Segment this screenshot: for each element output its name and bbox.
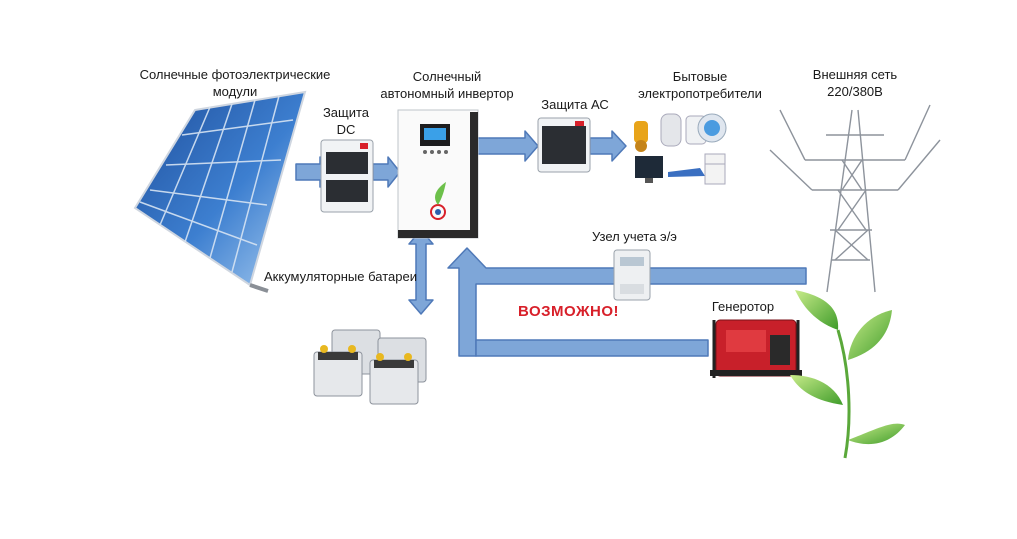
inverter [397, 109, 479, 239]
inverter-label: Солнечный автономный инвертор [362, 68, 532, 102]
arrow-dc-to-inverter [372, 156, 401, 188]
solar-panels-label: Солнечные фотоэлектрические модули [110, 66, 360, 100]
consumers-label-line2: электропотребители [638, 86, 762, 101]
grid-label-line1: Внешняя сеть [812, 67, 898, 82]
ac-protection-label: Защита АС [541, 97, 609, 112]
grid-label-line2: 220/380В [827, 84, 883, 99]
possible-warning: ВОЗМОЖНО! [518, 303, 620, 320]
solar-panels-label-line2: модули [212, 84, 258, 99]
dc-protection-label-line2: DC [336, 122, 356, 137]
transmission-tower [769, 104, 941, 293]
arrow-inverter-to-ac [475, 130, 539, 162]
solar-panels-label-line1: Солнечные фотоэлектрические [139, 67, 331, 82]
dc-protection-box [320, 139, 374, 213]
batteries [313, 329, 427, 405]
consumers-label-line1: Бытовые [672, 69, 728, 84]
arrow-ac-to-consumers [589, 130, 627, 162]
inverter-label-line1: Солнечный [412, 69, 482, 84]
batteries-label: Аккумуляторные батареи [264, 269, 417, 284]
generator-label: Генеротор [711, 299, 775, 314]
household-appliances [634, 113, 727, 185]
inverter-label-line2: автономный инвертор [380, 86, 514, 101]
generator [710, 319, 802, 378]
energy-meter [613, 249, 651, 301]
arrow-inverter-batteries [408, 229, 434, 315]
dc-protection-label-line1: Защита [322, 105, 370, 120]
ac-protection-box [537, 117, 591, 173]
arrow-generator-to-inverter [475, 339, 709, 357]
grid-label: Внешняя сеть 220/380В [800, 66, 910, 100]
solar-panels [133, 90, 307, 293]
dc-protection-label: Защита DC [316, 104, 376, 138]
consumers-label: Бытовые электропотребители [626, 68, 774, 102]
decorative-leaves-icon [790, 290, 905, 459]
meter-label: Узел учета э/э [592, 229, 677, 244]
